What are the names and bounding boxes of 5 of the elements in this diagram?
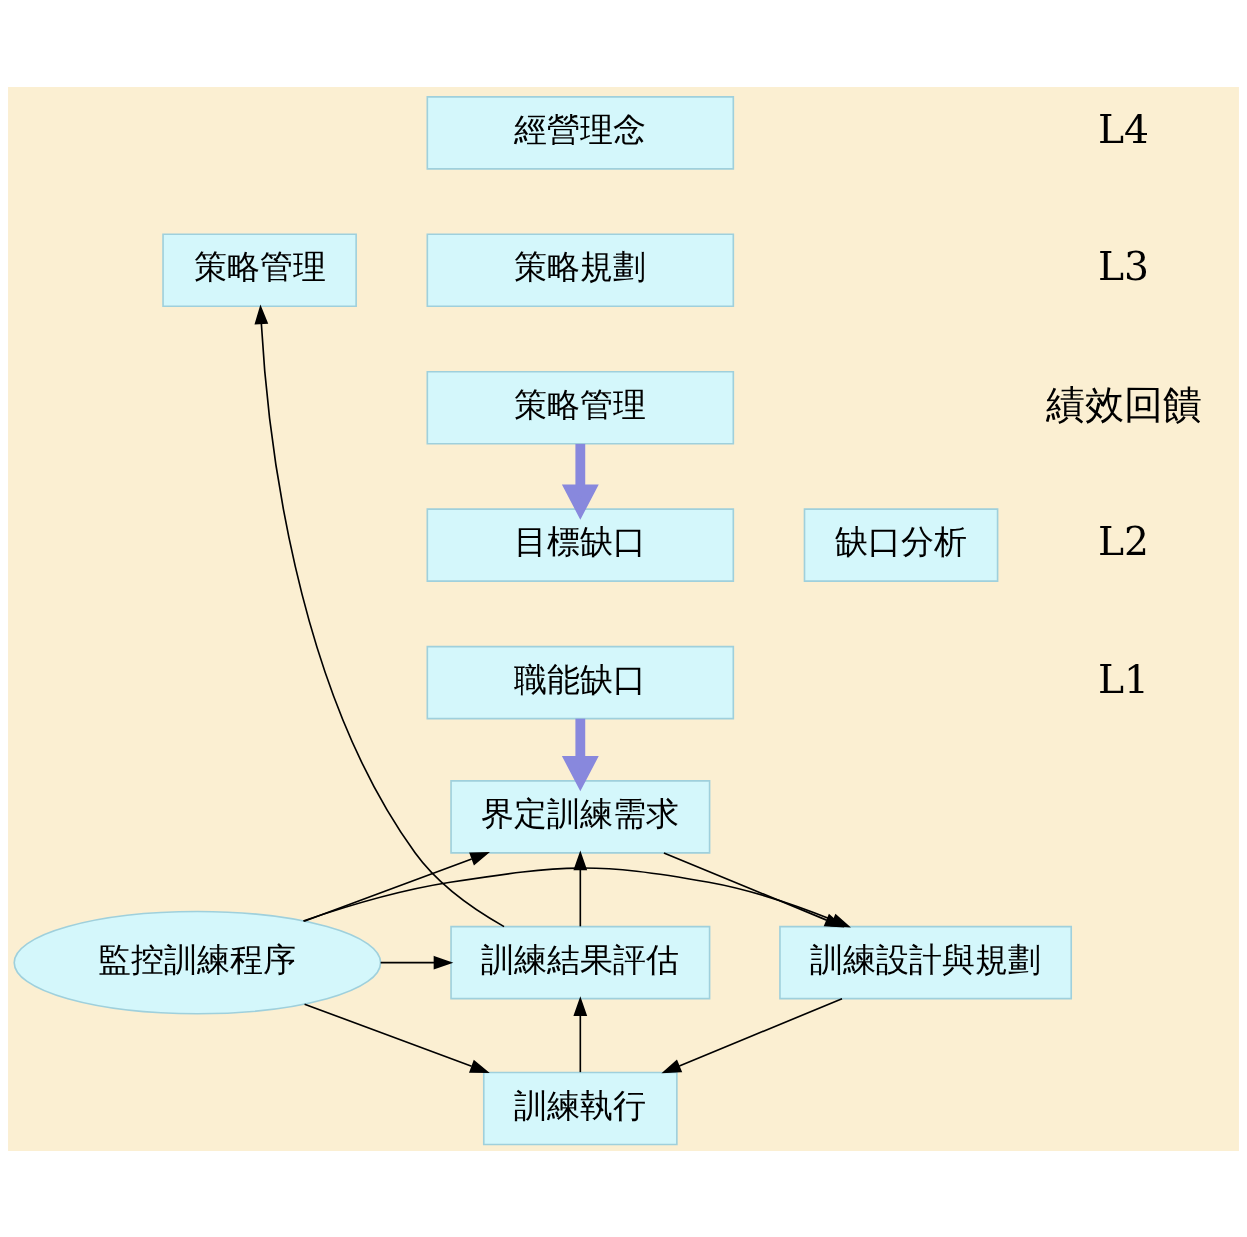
label: L2 xyxy=(1098,518,1150,564)
label: L4 xyxy=(1098,106,1150,152)
label: L1 xyxy=(1098,656,1150,702)
label: 績效回饋 xyxy=(1045,381,1202,427)
label: L3 xyxy=(1098,243,1150,289)
